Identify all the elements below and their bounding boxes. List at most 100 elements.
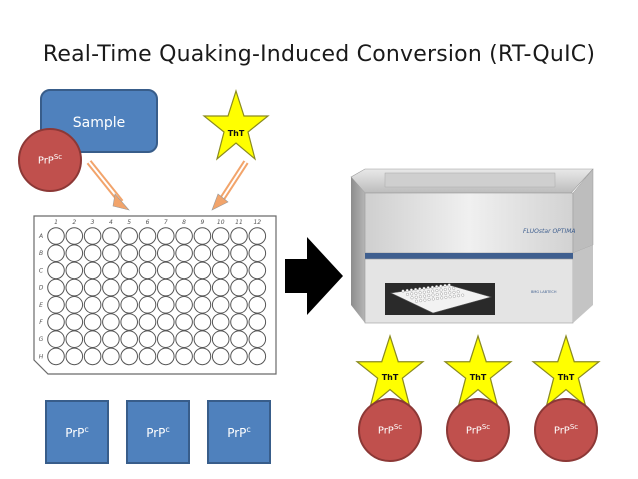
- tray-well: [452, 290, 456, 294]
- plate-well: [120, 227, 138, 245]
- tray-well: [419, 299, 423, 303]
- tray-well: [418, 291, 422, 295]
- star-shape: [531, 333, 601, 408]
- tray-well: [406, 292, 410, 296]
- plate-well: [138, 296, 157, 314]
- plate-well: [230, 347, 248, 366]
- plate-well: [211, 347, 230, 366]
- plate-column-label: 2: [72, 219, 76, 226]
- tray-well: [401, 289, 405, 293]
- plate-well: [175, 261, 193, 280]
- plate-column-label: 5: [127, 219, 131, 226]
- plate-well: [230, 313, 248, 331]
- tray-well: [444, 295, 448, 299]
- plate-row-label: G: [39, 336, 44, 343]
- plate-well: [211, 227, 230, 245]
- plate-well: [83, 261, 102, 280]
- tht-label-3: ThT: [557, 373, 575, 382]
- plate-well: [193, 278, 212, 297]
- tray-well: [435, 292, 439, 296]
- reader-front-upper: [364, 192, 574, 254]
- tht-to-plate-arrow: [211, 160, 249, 211]
- plate-well: [65, 261, 84, 280]
- tray-well: [435, 289, 439, 293]
- plate-well: [211, 261, 230, 280]
- plate-well: [193, 227, 212, 245]
- plate-well: [47, 296, 65, 314]
- tray-well: [426, 290, 430, 294]
- tray-well: [426, 286, 430, 290]
- plate-well: [120, 330, 138, 348]
- plate-well: [120, 244, 138, 263]
- plate-well: [83, 244, 102, 263]
- plate-well: [175, 347, 193, 366]
- plate-well: [175, 330, 193, 348]
- plate-well: [157, 244, 175, 263]
- star-shape: [443, 333, 513, 408]
- tray-well: [443, 287, 447, 291]
- plate-row-label: C: [39, 267, 44, 274]
- reader-tray-plate: [401, 283, 465, 303]
- plate-well: [102, 261, 120, 280]
- tray-well: [447, 287, 451, 291]
- plate-well: [83, 278, 102, 297]
- plate-well: [230, 330, 248, 348]
- plate-well: [138, 227, 157, 245]
- plate-well: [47, 330, 65, 348]
- plate-row-label: H: [39, 353, 44, 360]
- tray-well: [418, 287, 422, 291]
- plate-well: [175, 227, 193, 245]
- prpsc-circle-1: PrPSc: [358, 398, 422, 462]
- tray-well: [439, 284, 443, 288]
- page-title: Real-Time Quaking-Induced Conversion (RT…: [42, 42, 596, 67]
- plate-well: [120, 347, 138, 366]
- plate-well: [211, 296, 230, 314]
- plate-well: [120, 278, 138, 297]
- tray-well: [422, 290, 426, 294]
- plate-well: [175, 296, 193, 314]
- tray-well: [452, 286, 456, 290]
- tray-well: [448, 291, 452, 295]
- tht-star-2: [443, 333, 513, 408]
- plate-well: [248, 278, 267, 297]
- process-arrow-icon: [285, 237, 343, 315]
- plate-row-label: D: [39, 285, 44, 292]
- plate-well: [138, 244, 157, 263]
- prpsc-label: PrPSc: [37, 153, 63, 167]
- plate-well: [230, 278, 248, 297]
- plate-well: [230, 227, 248, 245]
- plate-column-label: 9: [200, 219, 204, 226]
- prpsc-circle-sample: PrPSc: [18, 128, 82, 192]
- plate-well: [138, 278, 157, 297]
- plate-well: [102, 227, 120, 245]
- sample-label: Sample: [72, 115, 126, 131]
- plate-well: [230, 296, 248, 314]
- plate-well: [65, 244, 84, 263]
- plate-well: [102, 313, 120, 331]
- plate-well: [47, 313, 65, 331]
- plate-well: [83, 296, 102, 314]
- plate-well: [102, 278, 120, 297]
- plate-well: [248, 347, 267, 366]
- plate-well: [65, 347, 84, 366]
- prpsc-circle-3: PrPSc: [534, 398, 598, 462]
- plate-well: [193, 347, 212, 366]
- tray-well: [431, 297, 435, 301]
- prpc-box-2: PrPc: [126, 400, 190, 464]
- tht-star-1: [355, 333, 425, 408]
- prpsc-label: PrPSc: [465, 423, 491, 437]
- plate-well: [47, 261, 65, 280]
- plate-well: [193, 330, 212, 348]
- plate-well: [102, 347, 120, 366]
- plate-well: [83, 347, 102, 366]
- plate-well: [175, 244, 193, 263]
- tray-well: [414, 287, 418, 291]
- plate-well: [47, 347, 65, 366]
- reader-maker-text: BMG LABTECH: [531, 290, 557, 294]
- plate-well: [157, 278, 175, 297]
- tray-well: [452, 294, 456, 298]
- plate-well: [248, 330, 267, 348]
- tray-well: [418, 295, 422, 299]
- plate-row-label: F: [39, 319, 43, 326]
